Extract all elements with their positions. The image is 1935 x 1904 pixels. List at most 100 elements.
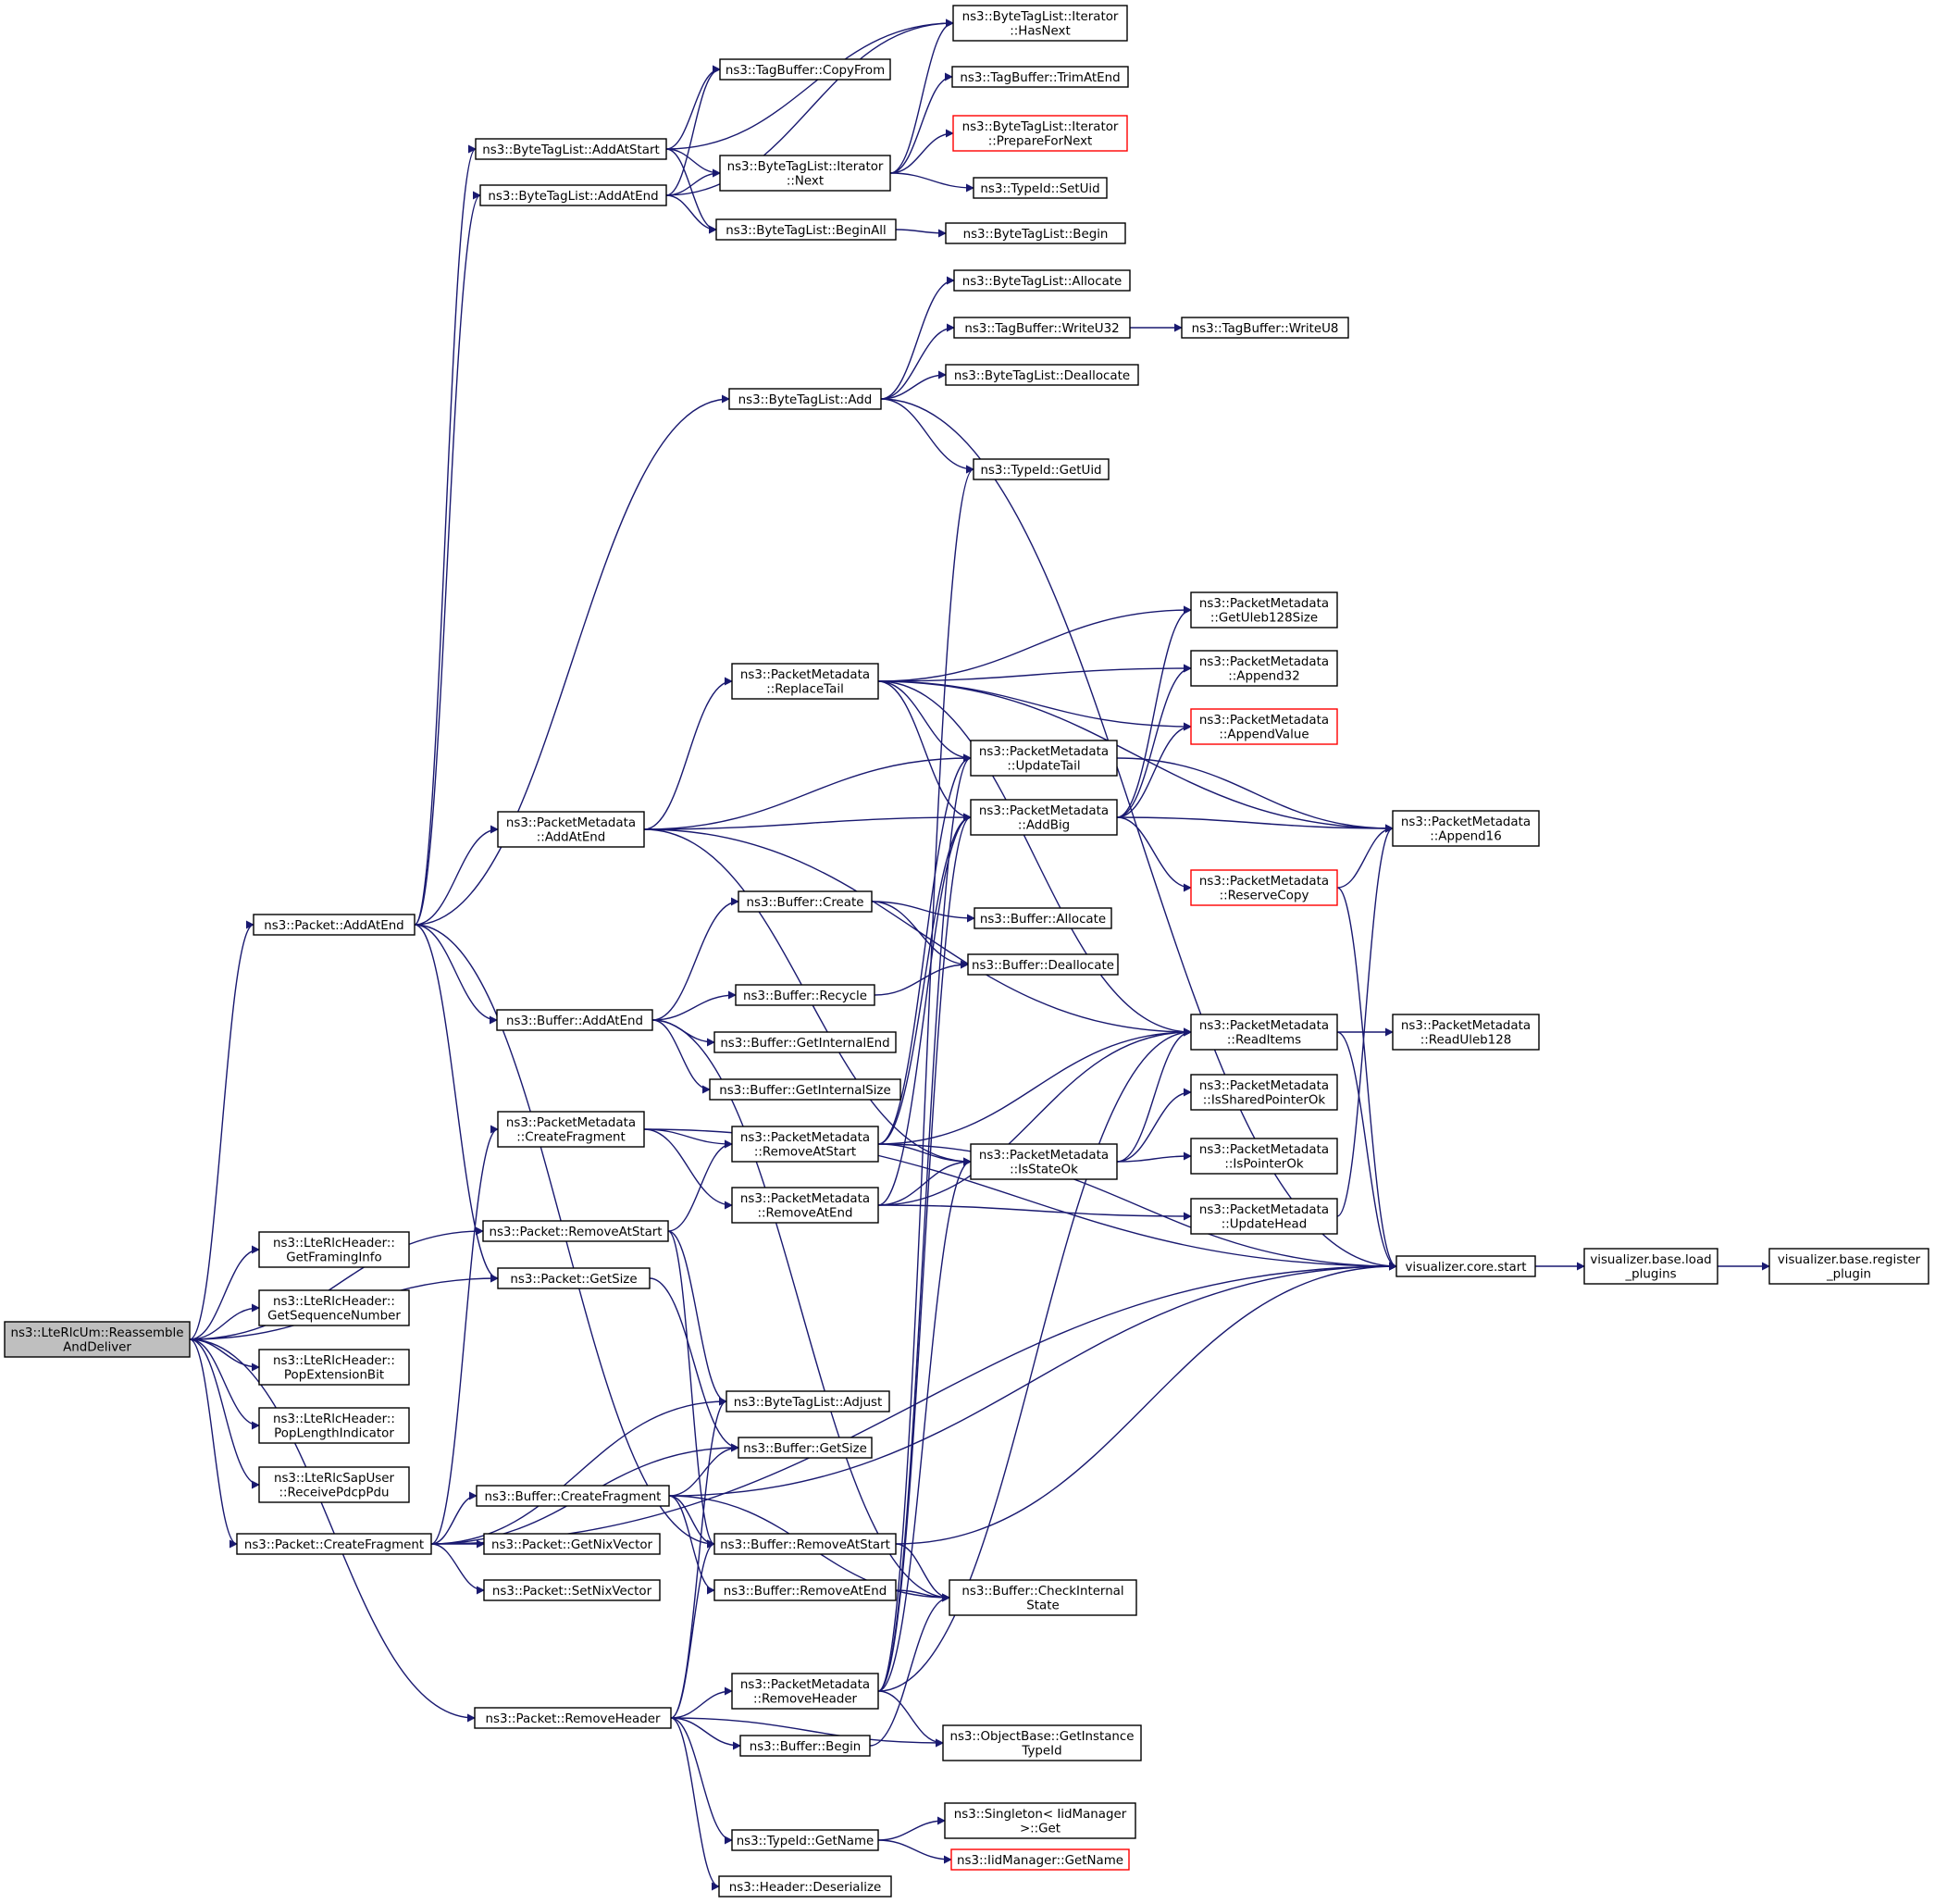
node-box[interactable] [944,1802,1136,1839]
node-box[interactable] [718,1875,892,1898]
node-ns3-packetmetadata-reservecopy[interactable]: ns3::PacketMetadata::ReserveCopy [1190,869,1338,906]
node-box[interactable] [1583,1248,1718,1285]
node-box[interactable] [973,177,1108,199]
node-box[interactable] [258,1407,410,1444]
node-box[interactable] [713,1579,897,1601]
node-ns3-buffer-removeatend[interactable]: ns3::Buffer::RemoveAtEnd [713,1579,897,1601]
node-ns3-packetmetadata-isstateok[interactable]: ns3::PacketMetadata::IsStateOk [970,1143,1118,1180]
node-box[interactable] [973,458,1110,480]
node-ns3-buffer-recycle[interactable]: ns3::Buffer::Recycle [735,984,875,1006]
node-box[interactable] [970,740,1118,777]
node-ns3-packet-setnixvector[interactable]: ns3::Packet::SetNixVector [483,1579,661,1601]
node-box[interactable] [1190,1138,1338,1175]
node-ns3-buffer-begin[interactable]: ns3::Buffer::Begin [739,1735,871,1757]
node-ns3-packet-createfragment[interactable]: ns3::Packet::CreateFragment [236,1533,432,1555]
node-box[interactable] [728,388,882,410]
node-box[interactable] [709,1078,901,1101]
node-box[interactable] [713,1031,897,1053]
node-box[interactable] [482,1220,669,1242]
node-box[interactable] [479,184,667,206]
node-box[interactable] [1392,1014,1540,1051]
node-box[interactable] [731,1829,879,1851]
node-box[interactable] [952,5,1128,42]
node-box[interactable] [731,1187,879,1224]
node-ns3-buffer-addatend[interactable]: ns3::Buffer::AddAtEnd [496,1009,653,1031]
node-box[interactable] [731,1673,879,1710]
node-ns3-lterlcheader-poplengthindicator[interactable]: ns3::LteRlcHeader::PopLengthIndicator [258,1407,410,1444]
node-ns3-lterlcheader-getframinginfo[interactable]: ns3::LteRlcHeader::GetFramingInfo [258,1231,410,1268]
node-ns3-bytetaglist-addatstart[interactable]: ns3::ByteTagList::AddAtStart [475,138,667,160]
node-box[interactable] [1768,1248,1929,1285]
node-box[interactable] [1181,317,1349,339]
node-box[interactable] [496,1009,653,1031]
node-box[interactable] [497,1267,651,1289]
node-ns3-tagbuffer-trimatend[interactable]: ns3::TagBuffer::TrimAtEnd [951,66,1129,88]
node-box[interactable] [731,663,879,700]
node-box[interactable] [258,1289,410,1326]
node-box[interactable] [1190,1074,1338,1111]
node-box[interactable] [952,115,1128,152]
node-box[interactable] [719,155,891,192]
node-box[interactable] [950,1848,1130,1871]
node-ns3-buffer-removeatstart[interactable]: ns3::Buffer::RemoveAtStart [713,1533,897,1555]
node-ns3-lterlcheader-getsequencenumber[interactable]: ns3::LteRlcHeader::GetSequenceNumber [258,1289,410,1326]
node-box[interactable] [970,799,1118,836]
node-ns3-bytetaglist-begin[interactable]: ns3::ByteTagList::Begin [945,222,1126,244]
node-box[interactable] [497,811,645,848]
node-ns3-packetmetadata-createfragment[interactable]: ns3::PacketMetadata::CreateFragment [497,1111,645,1148]
node-ns3-packet-removeheader[interactable]: ns3::Packet::RemoveHeader [474,1707,672,1729]
node-ns3-buffer-getsize[interactable]: ns3::Buffer::GetSize [738,1437,873,1459]
node-ns3-bytetaglist-deallocate[interactable]: ns3::ByteTagList::Deallocate [945,364,1139,386]
node-ns3-packetmetadata-updatehead[interactable]: ns3::PacketMetadata::UpdateHead [1190,1198,1338,1235]
node-box[interactable] [1395,1255,1536,1277]
node-box[interactable] [738,890,873,913]
node-box[interactable] [726,1390,890,1412]
node-ns3-buffer-allocate[interactable]: ns3::Buffer::Allocate [974,907,1112,929]
node-ns3-packetmetadata-addbig[interactable]: ns3::PacketMetadata::AddBig [970,799,1118,836]
node-ns3-packet-addatend[interactable]: ns3::Packet::AddAtEnd [253,914,416,936]
node-box[interactable] [476,1485,670,1507]
node-ns3-packetmetadata-append16[interactable]: ns3::PacketMetadata::Append16 [1392,810,1540,847]
node-box[interactable] [497,1111,645,1148]
node-ns3-header-deserialize[interactable]: ns3::Header::Deserialize [718,1875,892,1898]
node-ns3-packetmetadata-replacetail[interactable]: ns3::PacketMetadata::ReplaceTail [731,663,879,700]
node-box[interactable] [945,364,1139,386]
node-ns3-bytetaglist-addatend[interactable]: ns3::ByteTagList::AddAtEnd [479,184,667,206]
node-visualizer-core-start[interactable]: visualizer.core.start [1395,1255,1536,1277]
node-ns3-bytetaglist-iterator-next[interactable]: ns3::ByteTagList::Iterator::Next [719,155,891,192]
node-box[interactable] [474,1707,672,1729]
node-visualizer-base-register-plugin[interactable]: visualizer.base.register_plugin [1768,1248,1929,1285]
node-ns3-buffer-getinternalend[interactable]: ns3::Buffer::GetInternalEnd [713,1031,897,1053]
node-box[interactable] [953,317,1131,339]
node-box[interactable] [258,1349,410,1386]
node-ns3-bytetaglist-allocate[interactable]: ns3::ByteTagList::Allocate [953,269,1131,292]
node-ns3-bytetaglist-adjust[interactable]: ns3::ByteTagList::Adjust [726,1390,890,1412]
node-box[interactable] [953,269,1131,292]
node-ns3-packetmetadata-ispointerok[interactable]: ns3::PacketMetadata::IsPointerOk [1190,1138,1338,1175]
node-ns3-tagbuffer-copyfrom[interactable]: ns3::TagBuffer::CopyFrom [719,58,891,81]
node-ns3-packetmetadata-readuleb128[interactable]: ns3::PacketMetadata::ReadUleb128 [1392,1014,1540,1051]
node-ns3-buffer-createfragment[interactable]: ns3::Buffer::CreateFragment [476,1485,670,1507]
node-box[interactable] [713,1533,897,1555]
node-ns3-packet-removeatstart[interactable]: ns3::Packet::RemoveAtStart [482,1220,669,1242]
node-box[interactable] [1190,591,1338,628]
node-box[interactable] [1190,1198,1338,1235]
node-box[interactable] [719,58,891,81]
node-ns3-packetmetadata-append32[interactable]: ns3::PacketMetadata::Append32 [1190,650,1338,687]
node-box[interactable] [4,1321,191,1358]
node-box[interactable] [258,1466,410,1503]
node-box[interactable] [483,1579,661,1601]
node-ns3-packetmetadata-removeheader[interactable]: ns3::PacketMetadata::RemoveHeader [731,1673,879,1710]
node-box[interactable] [739,1735,871,1757]
node-ns3-typeid-getuid[interactable]: ns3::TypeId::GetUid [973,458,1110,480]
node-box[interactable] [738,1437,873,1459]
node-ns3-buffer-create[interactable]: ns3::Buffer::Create [738,890,873,913]
node-box[interactable] [731,1126,879,1163]
node-ns3-typeid-setuid[interactable]: ns3::TypeId::SetUid [973,177,1108,199]
node-ns3-bytetaglist-iterator-hasnext[interactable]: ns3::ByteTagList::Iterator::HasNext [952,5,1128,42]
node-box[interactable] [1190,650,1338,687]
node-ns3-packetmetadata-addatend[interactable]: ns3::PacketMetadata::AddAtEnd [497,811,645,848]
